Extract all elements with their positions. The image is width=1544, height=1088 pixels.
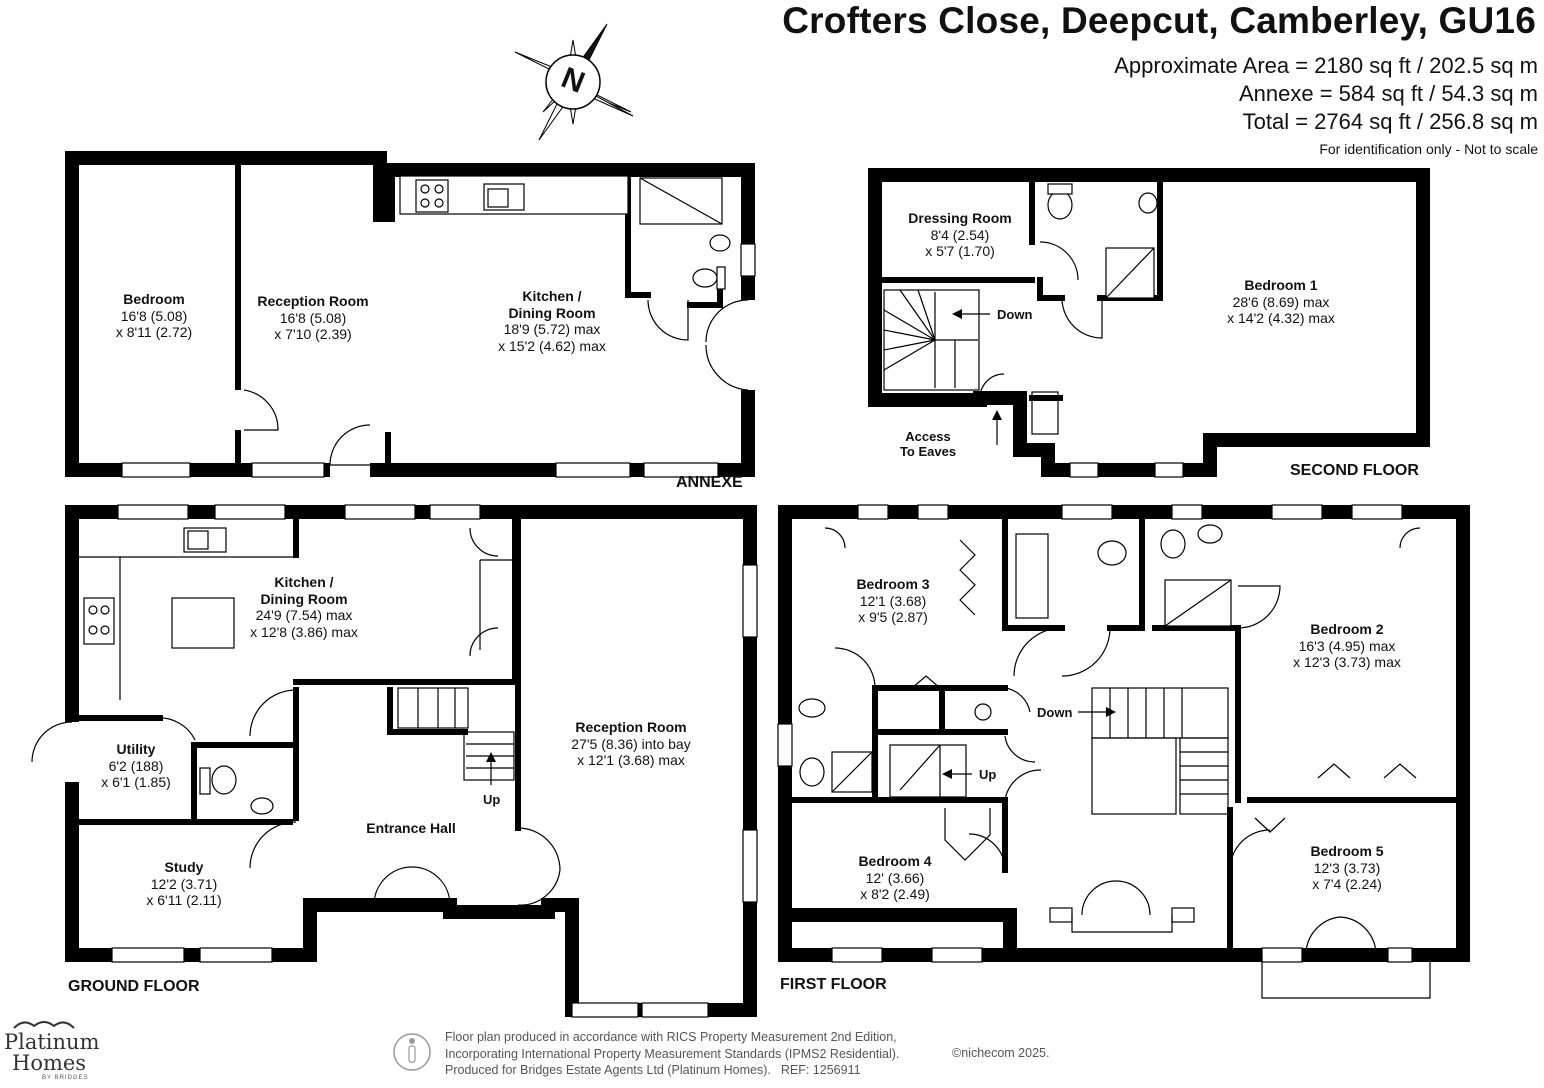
total-area: Total = 2764 sq ft / 256.8 sq m <box>1242 109 1538 134</box>
annexe-floor-label: ANNEXE <box>676 474 743 491</box>
compass-icon <box>514 23 634 141</box>
brand-subtitle: BY BRIDGES <box>42 1075 89 1081</box>
page-title: Crofters Close, Deepcut, Camberley, GU16 <box>782 0 1536 41</box>
first-floor-label: FIRST FLOOR <box>780 976 887 993</box>
accessibility-icon <box>393 1033 431 1071</box>
first-stairs-down-label: Down <box>1037 705 1073 720</box>
bedroom-2-label: Bedroom 2 16'3 (4.95) max x 12'3 (3.73) … <box>1293 621 1401 670</box>
brand-logo-icon <box>13 1021 75 1029</box>
copyright: ©nichecom 2025. <box>952 1046 1050 1060</box>
annexe-reception-label: Reception Room 16'8 (5.08) x 7'10 (2.39) <box>257 293 369 342</box>
footer-text: Floor plan produced in accordance with R… <box>445 1030 900 1077</box>
bedroom-1-label: Bedroom 1 28'6 (8.69) max x 14'2 (4.32) … <box>1227 277 1335 326</box>
annexe-area: Annexe = 584 sq ft / 54.3 sq m <box>1238 81 1538 106</box>
bedroom-5-label: Bedroom 5 12'3 (3.73) x 7'4 (2.24) <box>1310 843 1384 892</box>
ground-stairs-up-label: Up <box>483 792 501 807</box>
ground-floor-plan <box>31 504 758 1018</box>
second-stairs-down-label: Down <box>997 307 1033 322</box>
annexe-bedroom-label: Bedroom 16'8 (5.08) x 8'11 (2.72) <box>115 291 193 340</box>
dressing-room-label: Dressing Room 8'4 (2.54) x 5'7 (1.70) <box>908 210 1012 259</box>
reference-number: REF: 1256911 <box>780 1063 861 1077</box>
study-label: Study 12'2 (3.71) x 6'11 (2.11) <box>146 859 222 908</box>
bedroom-3-label: Bedroom 3 12'1 (3.68) x 9'5 (2.87) <box>856 576 930 625</box>
annexe-plan <box>65 151 757 480</box>
ground-reception-label: Reception Room 27'5 (8.36) into bay x 12… <box>571 719 691 768</box>
first-floor-plan <box>777 504 1470 999</box>
annexe-kitchen-label: Kitchen / Dining Room 18'9 (5.72) max x … <box>498 288 606 354</box>
ground-kitchen-label: Kitchen / Dining Room 24'9 (7.54) max x … <box>250 574 358 640</box>
first-stairs-up-label: Up <box>979 767 997 782</box>
bedroom-4-label: Bedroom 4 12' (3.66) x 8'2 (2.49) <box>858 853 932 902</box>
utility-label: Utility 6'2 (188) x 6'1 (1.85) <box>101 741 171 790</box>
entrance-hall-label: Entrance Hall <box>366 820 456 836</box>
access-eaves-label: Access To Eaves <box>899 429 957 459</box>
second-floor-plan <box>868 168 1430 478</box>
brand-logo: Platinum Homes <box>4 1030 100 1075</box>
approx-area: Approximate Area = 2180 sq ft / 202.5 sq… <box>1114 53 1538 78</box>
second-floor-label: SECOND FLOOR <box>1290 462 1419 479</box>
ground-floor-label: GROUND FLOOR <box>68 978 200 995</box>
scale-note: For identification only - Not to scale <box>1319 141 1538 157</box>
